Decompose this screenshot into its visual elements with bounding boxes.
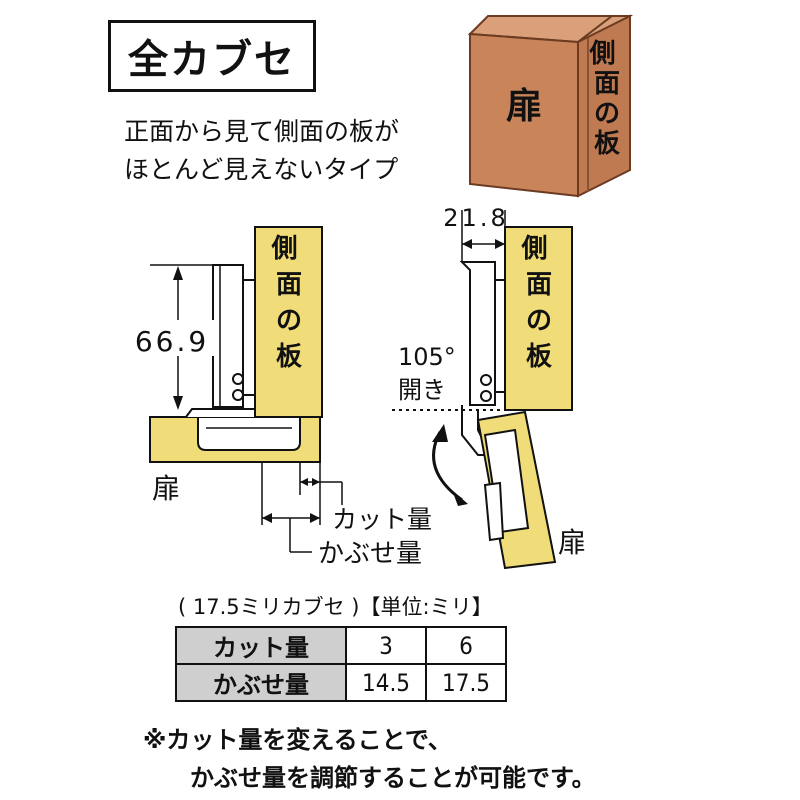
illustration-side-panel-label: 側 面の板 <box>588 39 624 159</box>
description-line-2: ほとんど見えないタイプ <box>124 155 399 184</box>
page-title: 全カブセ <box>108 20 316 92</box>
cabinet-illustration: 扉 側 面の板 <box>467 14 634 198</box>
description-line-1: 正面から見て側面の板が <box>124 117 400 146</box>
row-header: かぶせ量 <box>175 663 347 702</box>
width-dimension: 21.8 <box>443 204 508 232</box>
open-side-panel <box>504 226 573 411</box>
closed-side-panel-label: 側 面の板 <box>270 234 306 372</box>
table-row: カット量 3 6 <box>175 626 507 665</box>
screw-hole-icon <box>232 373 244 385</box>
height-dimension: 66.9 <box>135 325 209 358</box>
closed-door-label: 扉 <box>152 472 180 505</box>
screw-hole-icon <box>480 374 492 386</box>
row-header: カット量 <box>175 626 347 665</box>
footnote-line-2: かぶせ量を調節することが可能です。 <box>190 764 596 792</box>
footnote-line-1: ※カット量を変えることで、 <box>143 726 452 754</box>
spec-caption: ( 17.5ミリカブセ )【単位:ミリ】 <box>178 595 493 619</box>
screw-hole-icon <box>232 389 244 401</box>
closed-hinge-arm <box>212 264 244 408</box>
table-cell: 3 <box>345 626 427 665</box>
spec-table: カット量 3 6 かぶせ量 14.5 17.5 <box>175 626 507 702</box>
open-door-label: 扉 <box>558 526 586 559</box>
opening-label: 開き <box>398 376 446 404</box>
rotation-arrow-icon <box>432 431 463 502</box>
table-cell: 14.5 <box>345 663 427 702</box>
open-hinge-arm <box>459 261 496 406</box>
illustration-door-label: 扉 <box>506 86 542 127</box>
side-panel-face <box>577 14 631 198</box>
closed-side-panel <box>254 226 323 418</box>
screw-hole-icon <box>480 390 492 402</box>
table-cell: 17.5 <box>425 663 507 702</box>
opening-angle: 105° <box>398 343 456 371</box>
closed-diagram: 側 面の板 66.9 扉 カット量 かぶせ量 <box>130 226 432 569</box>
overlay-amount-label: かぶせ量 <box>318 539 422 569</box>
table-cell: 6 <box>425 626 507 665</box>
open-diagram: 側 面の板 21.8 105° 開き 扉 <box>392 204 586 570</box>
open-side-panel-label: 側 面の板 <box>520 234 556 372</box>
cut-amount-label: カット量 <box>332 505 432 534</box>
table-row: かぶせ量 14.5 17.5 <box>175 663 507 702</box>
